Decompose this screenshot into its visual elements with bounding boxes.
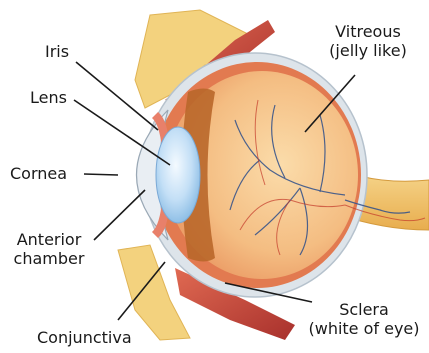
conjunctiva-label: Conjunctiva xyxy=(37,328,132,347)
anterior-chamber-leader xyxy=(94,190,145,240)
anterior-chamber-label: Anterior chamber xyxy=(6,230,92,268)
cornea-leader xyxy=(84,174,118,175)
lens xyxy=(156,127,200,223)
sclera-label: Sclera (white of eye) xyxy=(304,300,424,338)
vitreous-label: Vitreous (jelly like) xyxy=(316,22,420,60)
iris-label: Iris xyxy=(45,42,69,61)
lens-label: Lens xyxy=(30,88,67,107)
cornea-label: Cornea xyxy=(10,164,67,183)
